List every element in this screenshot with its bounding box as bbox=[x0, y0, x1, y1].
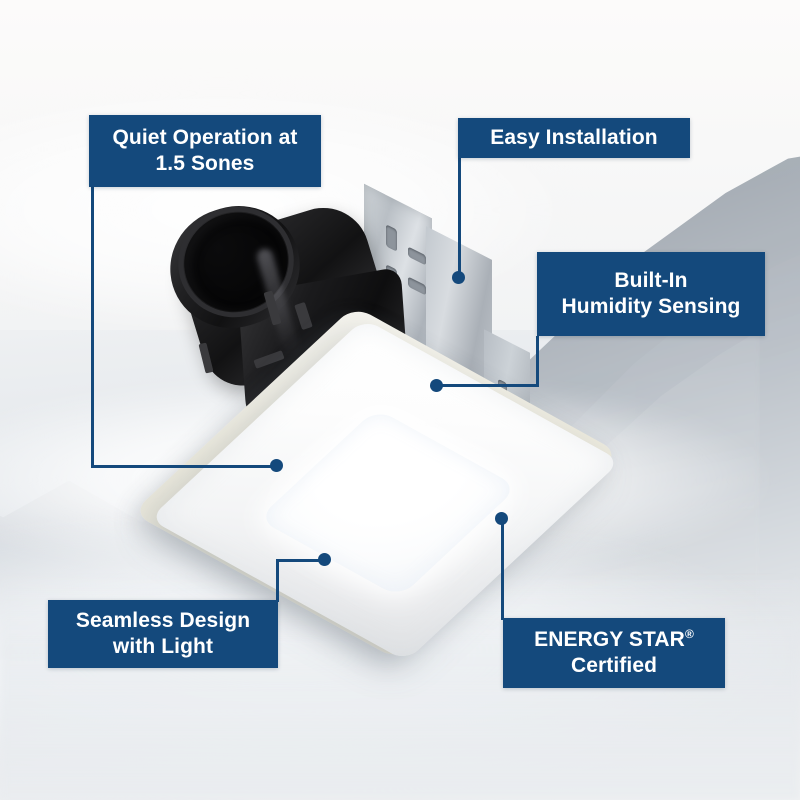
callout-humidity-sensing-line1: Built-In bbox=[614, 269, 688, 293]
callout-energy-star: ENERGY STAR® Certified bbox=[503, 618, 725, 688]
callout-marker-quiet-operation bbox=[270, 459, 283, 472]
callout-energy-star-line2: Certified bbox=[570, 654, 658, 677]
callout-easy-installation: Easy Installation bbox=[458, 118, 690, 158]
callout-line-seamless-design bbox=[276, 559, 326, 562]
callout-line-humidity-sensing bbox=[437, 384, 539, 387]
callout-line-humidity-sensing bbox=[536, 336, 539, 386]
callout-line-easy-installation bbox=[458, 158, 461, 280]
callout-marker-energy-star bbox=[495, 512, 508, 525]
registered-trademark-icon: ® bbox=[684, 627, 694, 642]
callout-energy-star-line1: ENERGY STAR bbox=[534, 628, 685, 652]
callout-line-quiet-operation bbox=[91, 187, 94, 468]
callout-quiet-operation: Quiet Operation at 1.5 Sones bbox=[89, 115, 321, 187]
callout-quiet-operation-line2: 1.5 Sones bbox=[155, 152, 255, 175]
callout-humidity-sensing: Built-In Humidity Sensing bbox=[537, 252, 765, 336]
callout-easy-installation-line1: Easy Installation bbox=[490, 126, 658, 150]
callout-marker-humidity-sensing bbox=[430, 379, 443, 392]
callout-quiet-operation-line1: Quiet Operation at bbox=[112, 126, 298, 150]
callout-seamless-design: Seamless Design with Light bbox=[48, 600, 278, 668]
callout-line-quiet-operation bbox=[91, 465, 277, 468]
callout-marker-seamless-design bbox=[318, 553, 331, 566]
callout-seamless-design-line1: Seamless Design bbox=[75, 609, 251, 633]
callout-line-seamless-design bbox=[276, 559, 279, 602]
callout-line-energy-star bbox=[501, 520, 504, 620]
callout-humidity-sensing-line2: Humidity Sensing bbox=[561, 295, 741, 318]
callout-marker-easy-installation bbox=[452, 271, 465, 284]
callout-seamless-design-line2: with Light bbox=[112, 635, 214, 658]
